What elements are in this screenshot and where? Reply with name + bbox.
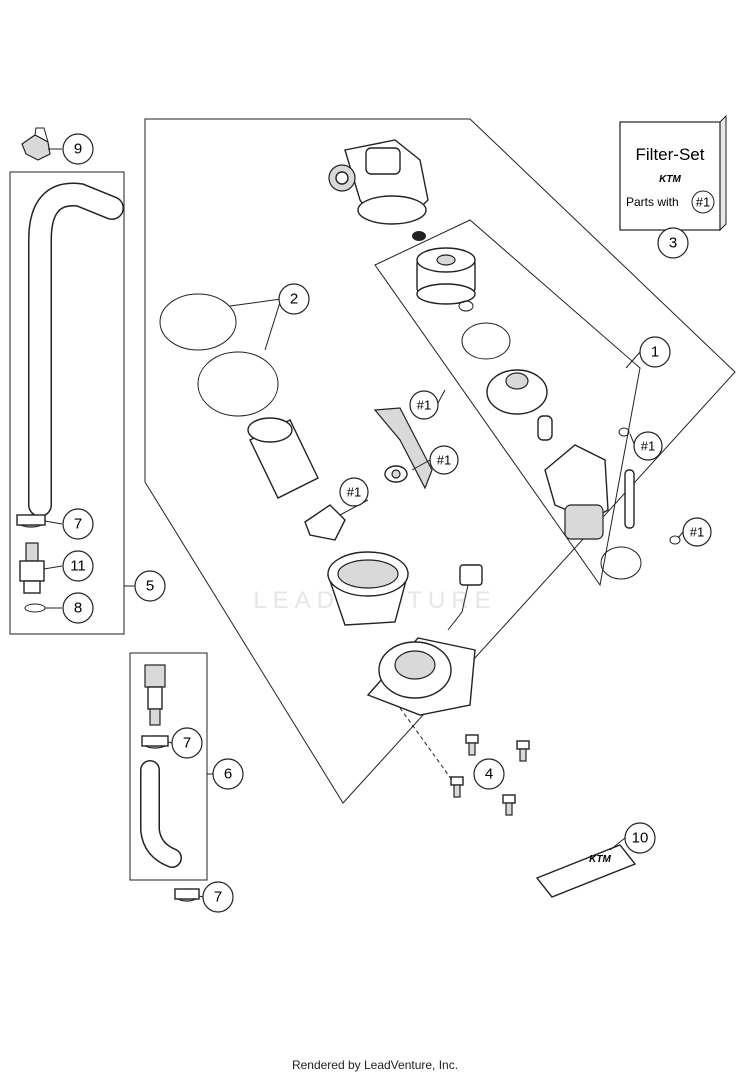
fuel-filter xyxy=(416,247,476,305)
parts-with-label: Parts with xyxy=(626,195,679,209)
screw-a xyxy=(465,734,479,756)
small-clip xyxy=(384,465,408,483)
callout-7a: 7 xyxy=(62,508,94,540)
main-assembly-frame xyxy=(144,118,736,804)
svg-text:4: 4 xyxy=(485,766,493,783)
filter-set-card: Filter-Set KTM Parts with #1 xyxy=(619,114,727,232)
pump-pin xyxy=(624,469,635,529)
svg-text:9: 9 xyxy=(74,141,82,158)
callout-5: 5 xyxy=(134,570,166,602)
regulator-stem xyxy=(537,415,553,441)
side-panel-6 xyxy=(129,652,208,881)
connector-part-panel-6 xyxy=(144,664,166,726)
tag-plate-text: KTM xyxy=(589,854,611,865)
pressure-regulator xyxy=(486,369,548,415)
quick-connector-part-11 xyxy=(19,542,45,594)
hose-part-5 xyxy=(28,182,124,517)
svg-text:#1: #1 xyxy=(347,485,361,500)
pump-o-ring xyxy=(600,546,642,580)
pump-flange-base xyxy=(366,637,476,716)
ref-marker-5: #1 xyxy=(677,517,712,547)
filter-o-ring-large xyxy=(461,322,511,360)
large-o-ring-lower xyxy=(197,351,279,417)
callout-11: 11 xyxy=(62,550,94,582)
ref-marker-3: #1 xyxy=(339,477,369,516)
o-ring-part-8 xyxy=(24,603,46,613)
svg-text:#1: #1 xyxy=(641,439,655,454)
svg-text:7: 7 xyxy=(214,889,222,906)
leader-lines xyxy=(43,148,674,898)
svg-text:#1: #1 xyxy=(417,398,431,413)
side-panel-5 xyxy=(9,171,125,635)
filter-o-ring-small xyxy=(458,300,474,312)
wiring-connector xyxy=(447,564,483,631)
callout-7b: 7 xyxy=(171,727,203,759)
svg-text:10: 10 xyxy=(632,830,649,847)
callout-10: 10 xyxy=(624,822,656,854)
pump-small-seal-b xyxy=(669,535,681,545)
callout-7c: 7 xyxy=(202,881,234,913)
callout-1: 1 xyxy=(639,336,671,368)
pump-small-seal-a xyxy=(618,427,630,437)
svg-text:5: 5 xyxy=(146,578,154,595)
callout-6: 6 xyxy=(212,758,244,790)
svg-text:2: 2 xyxy=(290,291,298,308)
svg-text:7: 7 xyxy=(183,735,191,752)
screw-b xyxy=(516,740,530,762)
shield-part xyxy=(373,407,433,490)
callout-2: 2 xyxy=(278,283,310,315)
ktm-logo: KTM xyxy=(659,174,681,185)
svg-text:1: 1 xyxy=(651,344,659,361)
svg-text:8: 8 xyxy=(74,600,82,617)
tag-plate-part-10: KTM xyxy=(535,844,637,898)
callout-8: 8 xyxy=(62,592,94,624)
screw-c xyxy=(450,776,464,798)
small-seal xyxy=(412,231,426,241)
svg-text:#1: #1 xyxy=(437,453,451,468)
hose-clamp-part-7b xyxy=(141,735,169,749)
pump-top-housing xyxy=(328,139,429,225)
fuel-pump-motor xyxy=(544,444,609,540)
hose-clamp-part-7c xyxy=(174,888,200,902)
ref-marker-4: #1 xyxy=(629,431,663,461)
svg-text:3: 3 xyxy=(669,235,677,252)
bracket-part xyxy=(304,504,346,541)
svg-text:#1: #1 xyxy=(690,525,704,540)
svg-text:11: 11 xyxy=(70,558,86,575)
ref-marker-1: #1 xyxy=(409,389,446,420)
filter-subassembly-frame xyxy=(374,219,641,587)
filter-sleeve xyxy=(247,417,319,499)
large-o-ring-upper xyxy=(159,293,237,351)
callout-9: 9 xyxy=(62,133,94,165)
callout-4: 4 xyxy=(473,758,505,790)
svg-text:6: 6 xyxy=(224,766,232,783)
svg-text:7: 7 xyxy=(74,516,82,533)
ref-marker-2: #1 xyxy=(411,445,459,475)
hose-clamp-part-7a xyxy=(16,514,46,528)
screw-d xyxy=(502,794,516,816)
callout-3: 3 xyxy=(657,227,689,259)
parts-with-ref: #1 xyxy=(696,195,710,210)
filter-set-title: Filter-Set xyxy=(636,145,705,164)
pump-reservoir-cup xyxy=(327,551,409,626)
clip-part-9 xyxy=(21,127,51,161)
footer-credit: Rendered by LeadVenture, Inc. xyxy=(291,1058,459,1072)
